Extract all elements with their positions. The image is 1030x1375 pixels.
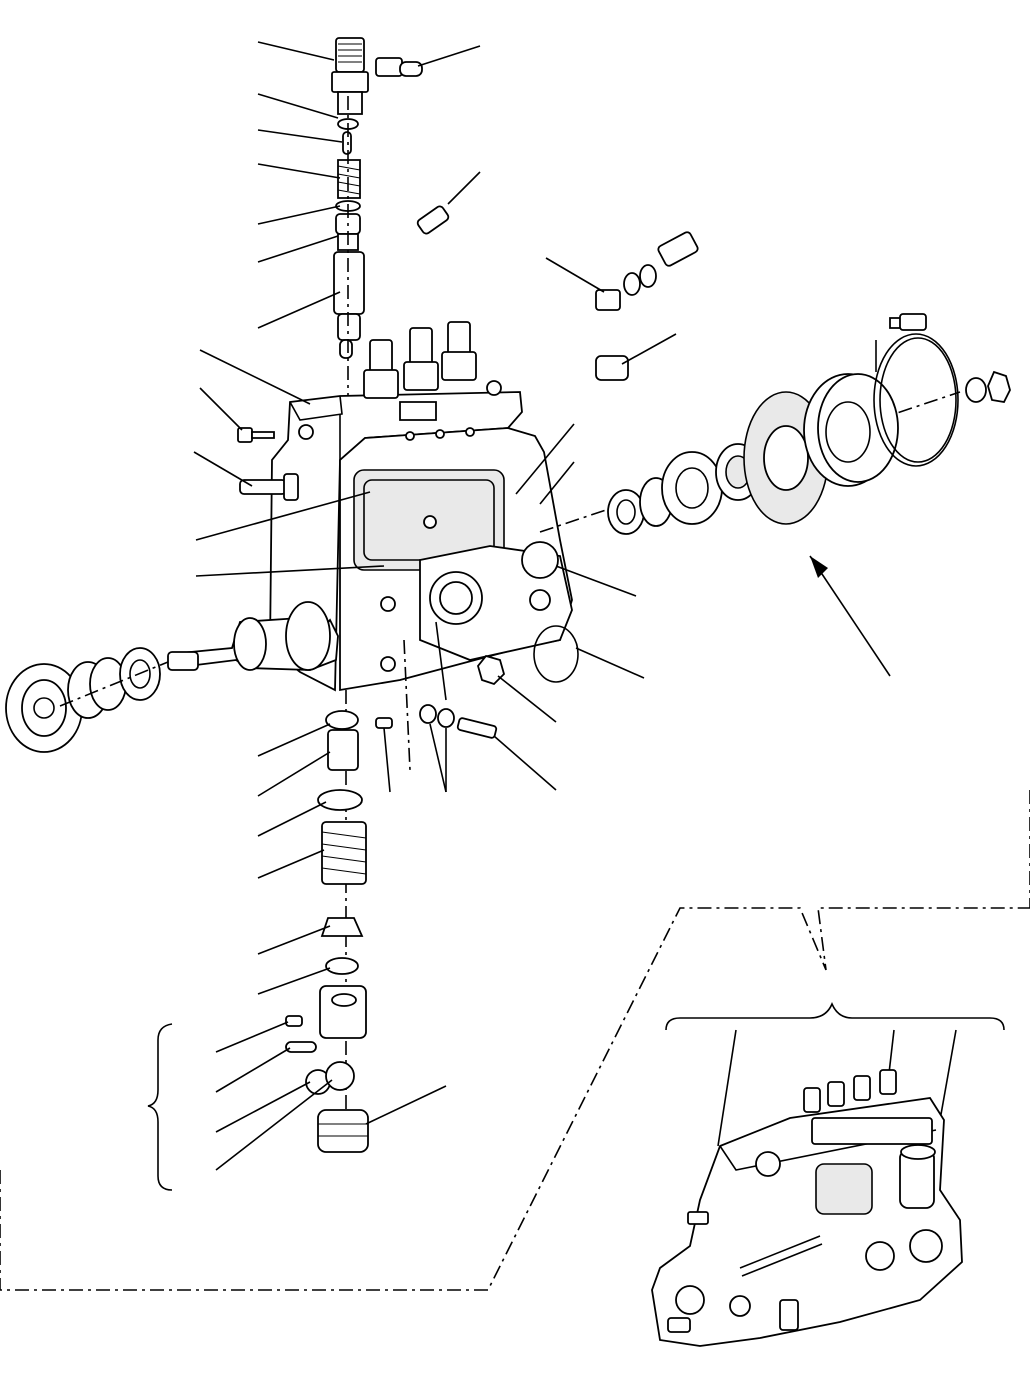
roller-pin-part	[286, 1042, 316, 1052]
plug-part	[596, 356, 628, 380]
adapter-flange-part	[804, 374, 898, 486]
spring-seat-part	[318, 790, 362, 810]
delivery-valve-holder-part	[332, 38, 368, 114]
bearing-part	[6, 664, 82, 752]
banjo-bolt-part	[596, 231, 699, 310]
nut-part	[478, 656, 504, 684]
valve-pin-part	[343, 132, 351, 154]
roller-tappet-part	[320, 986, 366, 1038]
leader-lines	[194, 42, 890, 1170]
lower-spring-seat-part	[322, 918, 362, 936]
o-ring-part	[534, 626, 578, 682]
bearing-part	[662, 452, 722, 524]
plunger-spring-part	[322, 822, 366, 884]
tappet-plug-part	[318, 1110, 368, 1152]
bolt-part	[890, 314, 926, 330]
assembled-pump-inset	[652, 1070, 962, 1346]
stop-lever-part	[240, 474, 298, 500]
camshaft-part	[168, 602, 338, 670]
roller-part	[326, 1062, 354, 1090]
washer-part	[966, 378, 986, 402]
nut-part	[988, 372, 1010, 402]
set-screw-part	[376, 718, 392, 728]
tappet-guide-part	[328, 730, 358, 770]
o-ring-part	[874, 334, 958, 466]
bolt-part	[238, 428, 274, 442]
valve-cap-part	[376, 58, 422, 76]
plunger-barrel-part	[334, 252, 364, 358]
inset-brace	[666, 1004, 1004, 1030]
washer-part	[326, 711, 358, 729]
detail-callout-frame	[0, 908, 1030, 1290]
group-brace	[148, 1024, 172, 1190]
delivery-valve-spring-part	[338, 160, 360, 198]
delivery-valve-holders-part	[364, 322, 476, 398]
pump-housing-part	[270, 381, 572, 690]
stud-bolt-part	[420, 705, 497, 738]
oil-seal-part	[608, 490, 644, 534]
pin-part	[286, 1016, 302, 1026]
shim-part	[326, 958, 358, 974]
bolt-part	[416, 205, 450, 235]
